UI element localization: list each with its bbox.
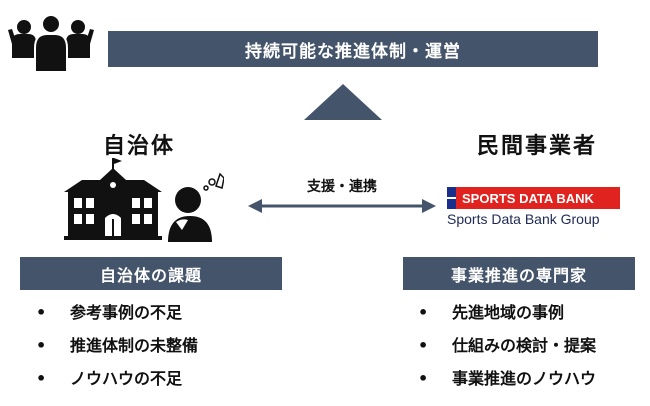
list-item: •ノウハウの不足 [36,369,183,388]
list-item: •事業推進のノウハウ [418,369,597,388]
municipality-title: 自治体 [102,134,175,159]
list-item: •先進地域の事例 [418,303,565,322]
people-group-icon [8,14,94,73]
school-building-icon [64,158,224,242]
business-expert-header: 事業推進の専門家 [403,257,635,290]
logo-sub-text: Sports Data Bank Group [447,211,600,227]
municipality-issues-header: 自治体の課題 [20,257,282,290]
municipality-issues-list: •参考事例の不足 •推進体制の未整備 •ノウハウの不足 [36,296,296,395]
thinking-person-icon [168,172,224,242]
logo-main-text: SPORTS DATA BANK [462,190,594,206]
triangle-up-icon [304,84,382,120]
list-item: •推進体制の未整備 [36,336,199,355]
goal-banner: 持続可能な推進体制・運営 [108,31,598,67]
business-expertise-list: •先進地域の事例 •仕組みの検討・提案 •事業推進のノウハウ [418,296,648,395]
list-item: •参考事例の不足 [36,303,183,322]
double-arrow-icon [248,199,436,213]
sports-data-bank-logo: SPORTS DATA BANK [447,187,620,209]
business-expert-label: 事業推進の専門家 [450,265,587,285]
goal-banner-text: 持続可能な推進体制・運営 [245,41,461,62]
municipality-issues-label: 自治体の課題 [99,265,202,285]
support-collaboration-label: 支援・連携 [307,179,377,195]
private-business-title: 民間事業者 [476,134,597,159]
logo-flag-icon [447,187,456,209]
list-item: •仕組みの検討・提案 [418,336,597,355]
